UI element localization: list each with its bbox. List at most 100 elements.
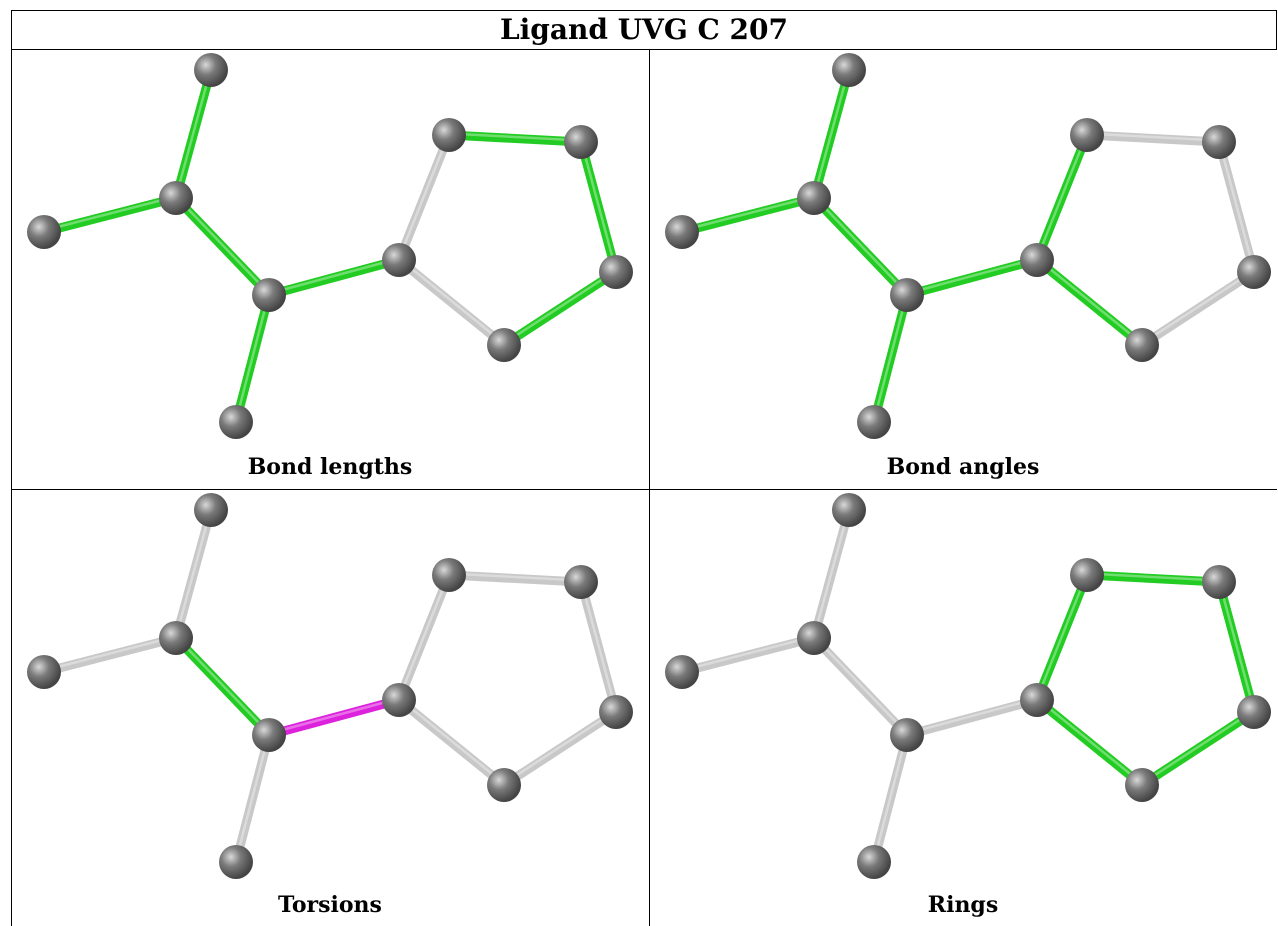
bond-highlight	[39, 193, 181, 237]
bond-normal	[171, 505, 216, 643]
atom	[194, 53, 228, 87]
bond-normal	[444, 570, 586, 587]
bond-normal	[809, 505, 854, 643]
bond-highlight-shine	[1141, 269, 1255, 345]
bond-highlight-shine	[397, 133, 451, 259]
bond-highlight	[809, 65, 854, 203]
bond-highlight-shine	[1086, 572, 1220, 582]
atom	[432, 118, 466, 152]
atom	[432, 558, 466, 592]
grid-line-row-right	[649, 489, 1277, 490]
atom	[1070, 118, 1104, 152]
atom	[1202, 125, 1236, 159]
bond-highlight	[1032, 570, 1092, 705]
bond-highlight-shine	[1086, 132, 1220, 142]
panel-bond-angles: Bond angles	[649, 50, 1277, 489]
bond-highlight-shine	[397, 573, 451, 699]
bond-normal	[394, 695, 509, 790]
bond-normal	[902, 695, 1042, 740]
bond-normal	[1214, 137, 1259, 277]
atom	[194, 493, 228, 527]
bond-highlight-shine	[448, 572, 582, 582]
atom	[1125, 768, 1159, 802]
bond-normal	[39, 633, 181, 677]
atom	[857, 845, 891, 879]
bond-highlight-shine	[872, 733, 909, 861]
bond-normal	[1082, 130, 1224, 147]
atom	[857, 405, 891, 439]
bond-highlight-shine	[398, 257, 505, 345]
bond-highlight	[231, 290, 274, 427]
bond-normal	[394, 255, 509, 350]
bond-highlight-shine	[1217, 140, 1256, 271]
bond-highlight-shine	[174, 68, 213, 197]
bond-highlight	[1032, 695, 1147, 790]
bond-highlight-shine	[579, 580, 618, 711]
bond-normal	[869, 730, 912, 867]
bond-normal	[576, 577, 621, 717]
atom	[665, 655, 699, 689]
bond-torsion	[264, 695, 404, 740]
bond-highlight	[1032, 255, 1147, 350]
atom	[219, 405, 253, 439]
atom	[487, 768, 521, 802]
panel-caption: Bond angles	[886, 454, 1040, 480]
atom	[599, 695, 633, 729]
figure-frame: Ligand UVG C 207 Bond lengths Bond angle…	[11, 10, 1277, 926]
bond-highlight-shine	[812, 508, 851, 637]
bond-highlight-shine	[448, 132, 582, 142]
bond-highlight	[171, 193, 274, 300]
atom	[797, 181, 831, 215]
bond-highlight	[444, 130, 586, 147]
bond-highlight-shine	[1036, 257, 1143, 345]
atom	[219, 845, 253, 879]
atom	[382, 243, 416, 277]
bond-highlight	[576, 137, 621, 277]
bond-highlight-shine	[872, 293, 909, 421]
bond-highlight-shine	[812, 68, 851, 197]
atom	[1020, 243, 1054, 277]
atom	[1237, 255, 1271, 289]
panel-rings: Rings	[649, 490, 1277, 926]
bond-normal	[677, 633, 819, 677]
bond-highlight	[809, 193, 912, 300]
bond-highlight	[902, 255, 1042, 300]
atom	[27, 215, 61, 249]
molecule-bond-lengths	[27, 53, 633, 439]
bond-highlight-shine	[1035, 573, 1089, 699]
grid-line-row	[11, 489, 649, 490]
bond-highlight-shine	[234, 293, 271, 421]
bond-highlight-shine	[813, 635, 908, 735]
figure-title: Ligand UVG C 207	[11, 10, 1277, 50]
bond-highlight-shine	[234, 733, 271, 861]
bond-highlight-shine	[268, 697, 400, 735]
bond-normal	[394, 570, 454, 705]
molecule-torsions	[27, 493, 633, 879]
bond-normal	[231, 730, 274, 867]
bond-highlight-shine	[43, 635, 177, 672]
bond-highlight-shine	[681, 195, 815, 232]
panel-torsions: Torsions	[11, 490, 649, 926]
molecule-rings	[665, 493, 1271, 879]
bond-highlight-shine	[813, 195, 908, 295]
atom	[159, 621, 193, 655]
grid-line-outer-left	[11, 50, 12, 926]
atom	[27, 655, 61, 689]
bond-highlight-shine	[906, 257, 1038, 295]
molecule-bond-angles	[665, 53, 1271, 439]
bond-highlight	[1214, 577, 1259, 717]
bond-highlight	[1032, 130, 1092, 265]
atom	[832, 493, 866, 527]
panel-caption: Torsions	[278, 892, 382, 918]
bond-highlight	[677, 193, 819, 237]
atom	[564, 565, 598, 599]
bond-highlight-shine	[503, 709, 617, 785]
atom	[487, 328, 521, 362]
atom	[564, 125, 598, 159]
bond-highlight-shine	[175, 635, 270, 735]
bond-highlight-shine	[681, 635, 815, 672]
panel-bond-lengths: Bond lengths	[11, 50, 649, 489]
atom	[797, 621, 831, 655]
bond-highlight-shine	[1217, 580, 1256, 711]
grid-line-middle	[649, 50, 650, 926]
